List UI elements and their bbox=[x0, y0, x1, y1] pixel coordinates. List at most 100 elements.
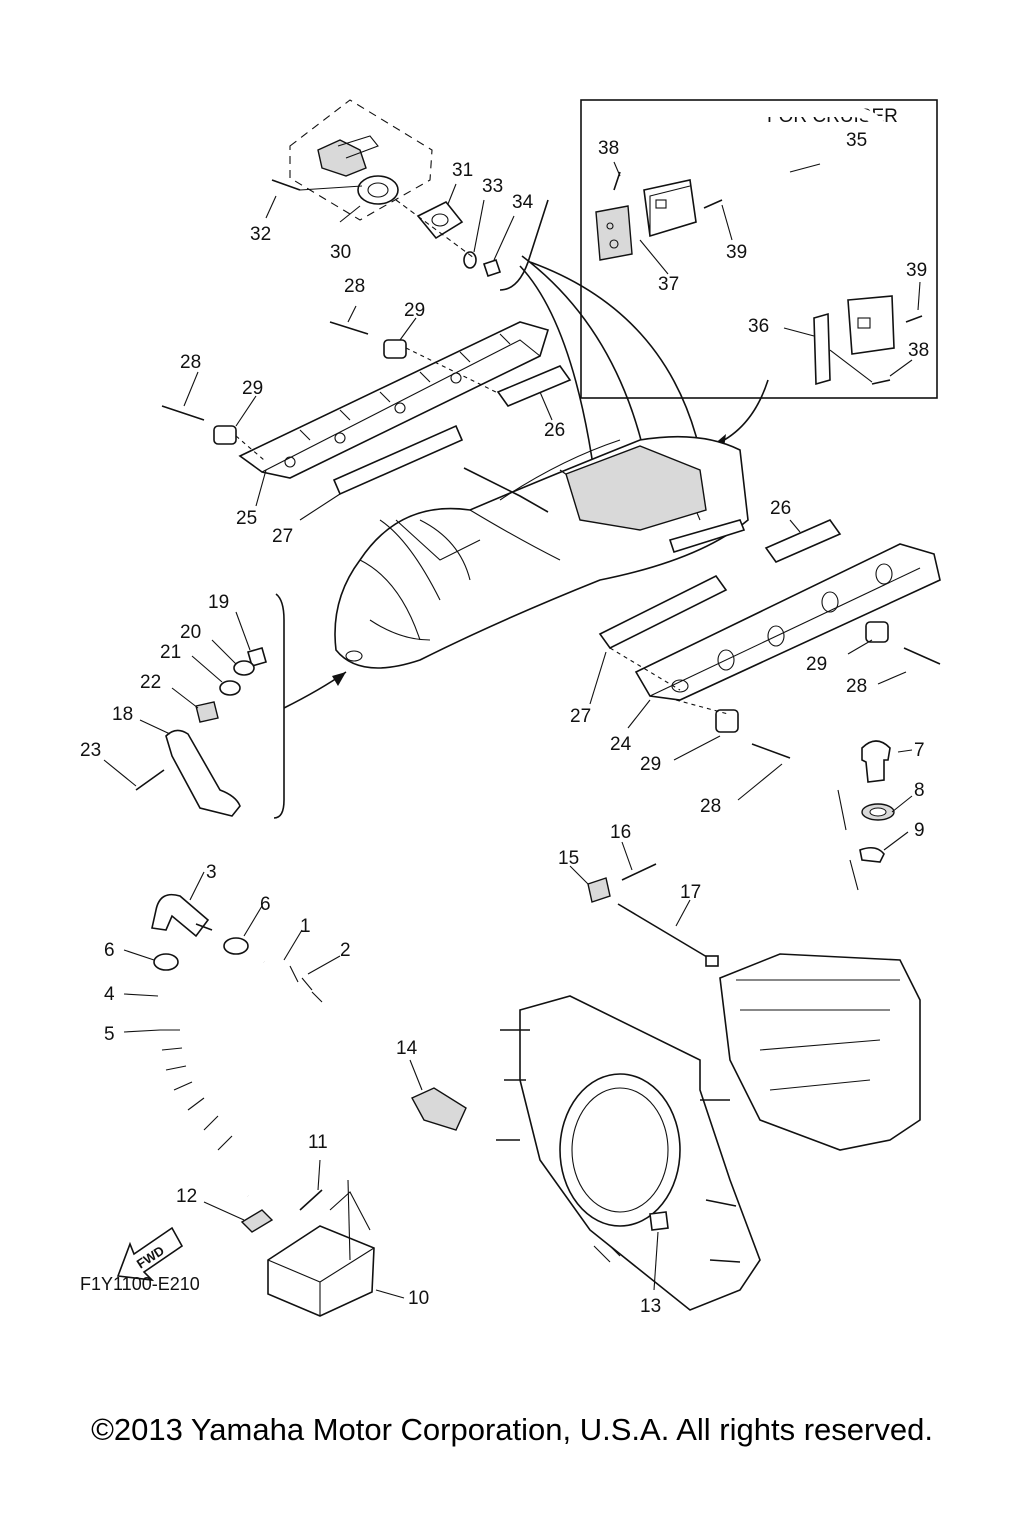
fitting-3 bbox=[151, 893, 210, 938]
callout-10: 10 bbox=[408, 1288, 429, 1309]
intake-duct bbox=[496, 953, 921, 1311]
rivet-38-lower bbox=[871, 379, 891, 385]
handlebar bbox=[463, 467, 549, 513]
jet-housing bbox=[719, 953, 921, 1151]
callout-29d: 29 bbox=[640, 754, 661, 775]
stay-27-left bbox=[332, 424, 464, 496]
collar-29-right bbox=[865, 621, 889, 643]
callout-14: 14 bbox=[396, 1038, 418, 1059]
callout-28a: 28 bbox=[344, 276, 365, 297]
gasket-31 bbox=[416, 200, 464, 240]
screw-11 bbox=[299, 1189, 323, 1211]
callout-6b: 6 bbox=[260, 894, 271, 915]
copyright-notice: ©2013 Yamaha Motor Corporation, U.S.A. A… bbox=[91, 1412, 933, 1447]
callout-35: 35 bbox=[846, 130, 867, 151]
callout-28c: 28 bbox=[846, 676, 867, 697]
callout-9: 9 bbox=[914, 820, 925, 841]
grommet-30 bbox=[357, 175, 399, 205]
callout-27a: 27 bbox=[272, 526, 293, 547]
screw-39-upper bbox=[703, 199, 723, 209]
callout-28b: 28 bbox=[180, 352, 201, 373]
washer-20 bbox=[233, 660, 255, 676]
callout-24: 24 bbox=[610, 734, 632, 755]
clamp-6-right bbox=[223, 937, 249, 955]
bow-eye-18 bbox=[165, 729, 241, 817]
cruiser-inset: FOR CRUISER bbox=[580, 99, 938, 448]
tie-group bbox=[569, 841, 719, 967]
callout-8: 8 bbox=[914, 780, 925, 801]
callout-39a: 39 bbox=[726, 242, 747, 263]
callout-4: 4 bbox=[104, 984, 115, 1005]
rivet-16 bbox=[621, 863, 657, 881]
box-group: FWD bbox=[116, 1159, 405, 1317]
handle-bracket-lower bbox=[847, 295, 895, 355]
callout-37: 37 bbox=[658, 274, 679, 295]
fitting-12 bbox=[240, 1209, 274, 1233]
bolt-28-left bbox=[161, 405, 205, 421]
callout-31: 31 bbox=[452, 160, 473, 181]
screw-39-lower bbox=[905, 315, 923, 323]
callout-3: 3 bbox=[206, 862, 217, 883]
nut-19 bbox=[247, 647, 267, 667]
callout-18: 18 bbox=[112, 704, 133, 725]
callout-26a: 26 bbox=[544, 420, 565, 441]
callout-30: 30 bbox=[330, 242, 351, 263]
bolt-28-lower bbox=[751, 743, 791, 759]
stay-26-right bbox=[764, 519, 842, 563]
callout-29a: 29 bbox=[404, 300, 425, 321]
holder-15 bbox=[587, 877, 611, 903]
handle-bracket-upper bbox=[643, 179, 697, 238]
key-switch-group bbox=[265, 99, 549, 291]
stay-26-left bbox=[496, 365, 572, 407]
callout-25: 25 bbox=[236, 508, 257, 529]
callout-20: 20 bbox=[180, 622, 201, 643]
callout-11: 11 bbox=[308, 1132, 328, 1153]
collar-29-left bbox=[213, 425, 237, 445]
clamp-9 bbox=[859, 846, 885, 863]
sponson-left bbox=[161, 305, 572, 521]
sponson-right bbox=[589, 519, 941, 801]
fwd-arrow bbox=[116, 1226, 184, 1282]
hull-seat bbox=[565, 445, 707, 531]
callout-29b: 29 bbox=[242, 378, 263, 399]
callout-33: 33 bbox=[482, 176, 503, 197]
callout-19: 19 bbox=[208, 592, 229, 613]
callout-15: 15 bbox=[558, 848, 579, 869]
callout-36: 36 bbox=[748, 316, 769, 337]
bolt-32 bbox=[271, 179, 301, 191]
callout-16: 16 bbox=[610, 822, 631, 843]
callout-27b: 27 bbox=[570, 706, 591, 727]
bolt-28-right bbox=[903, 647, 941, 665]
callout-17: 17 bbox=[680, 882, 701, 903]
duct-bore bbox=[559, 1073, 681, 1227]
hose-group bbox=[123, 871, 629, 1270]
callout-29c: 29 bbox=[806, 654, 827, 675]
stay-27-right bbox=[598, 574, 728, 650]
key-switch-dashed-outline bbox=[289, 99, 433, 221]
callout-39b: 39 bbox=[906, 260, 927, 281]
duct-plate bbox=[519, 995, 761, 1311]
washer-33 bbox=[463, 251, 477, 269]
callout-12: 12 bbox=[176, 1186, 197, 1207]
callout-32: 32 bbox=[250, 224, 271, 245]
collar-29-upper bbox=[383, 339, 407, 359]
cable-tie-17 bbox=[617, 903, 713, 961]
callout-34: 34 bbox=[512, 192, 534, 213]
callout-1: 1 bbox=[300, 916, 311, 937]
nut-34 bbox=[482, 258, 502, 278]
drain-group bbox=[773, 740, 913, 981]
drain-plug-7 bbox=[861, 740, 891, 783]
callout-13: 13 bbox=[640, 1296, 661, 1317]
callout-2: 2 bbox=[340, 940, 351, 961]
box-10 bbox=[267, 1225, 375, 1317]
handle-plate-36 bbox=[813, 312, 831, 386]
screw-23 bbox=[135, 769, 165, 791]
cruiser-inset-frame bbox=[580, 99, 938, 399]
bow-eye-group bbox=[103, 593, 347, 819]
watercraft-hull bbox=[334, 435, 749, 669]
washer-21 bbox=[219, 680, 241, 696]
callout-38a: 38 bbox=[598, 138, 619, 159]
clip-14 bbox=[411, 1087, 467, 1131]
callout-labels: 1 2 3 4 5 6 6 7 8 9 10 11 12 13 14 15 16… bbox=[80, 130, 929, 1317]
